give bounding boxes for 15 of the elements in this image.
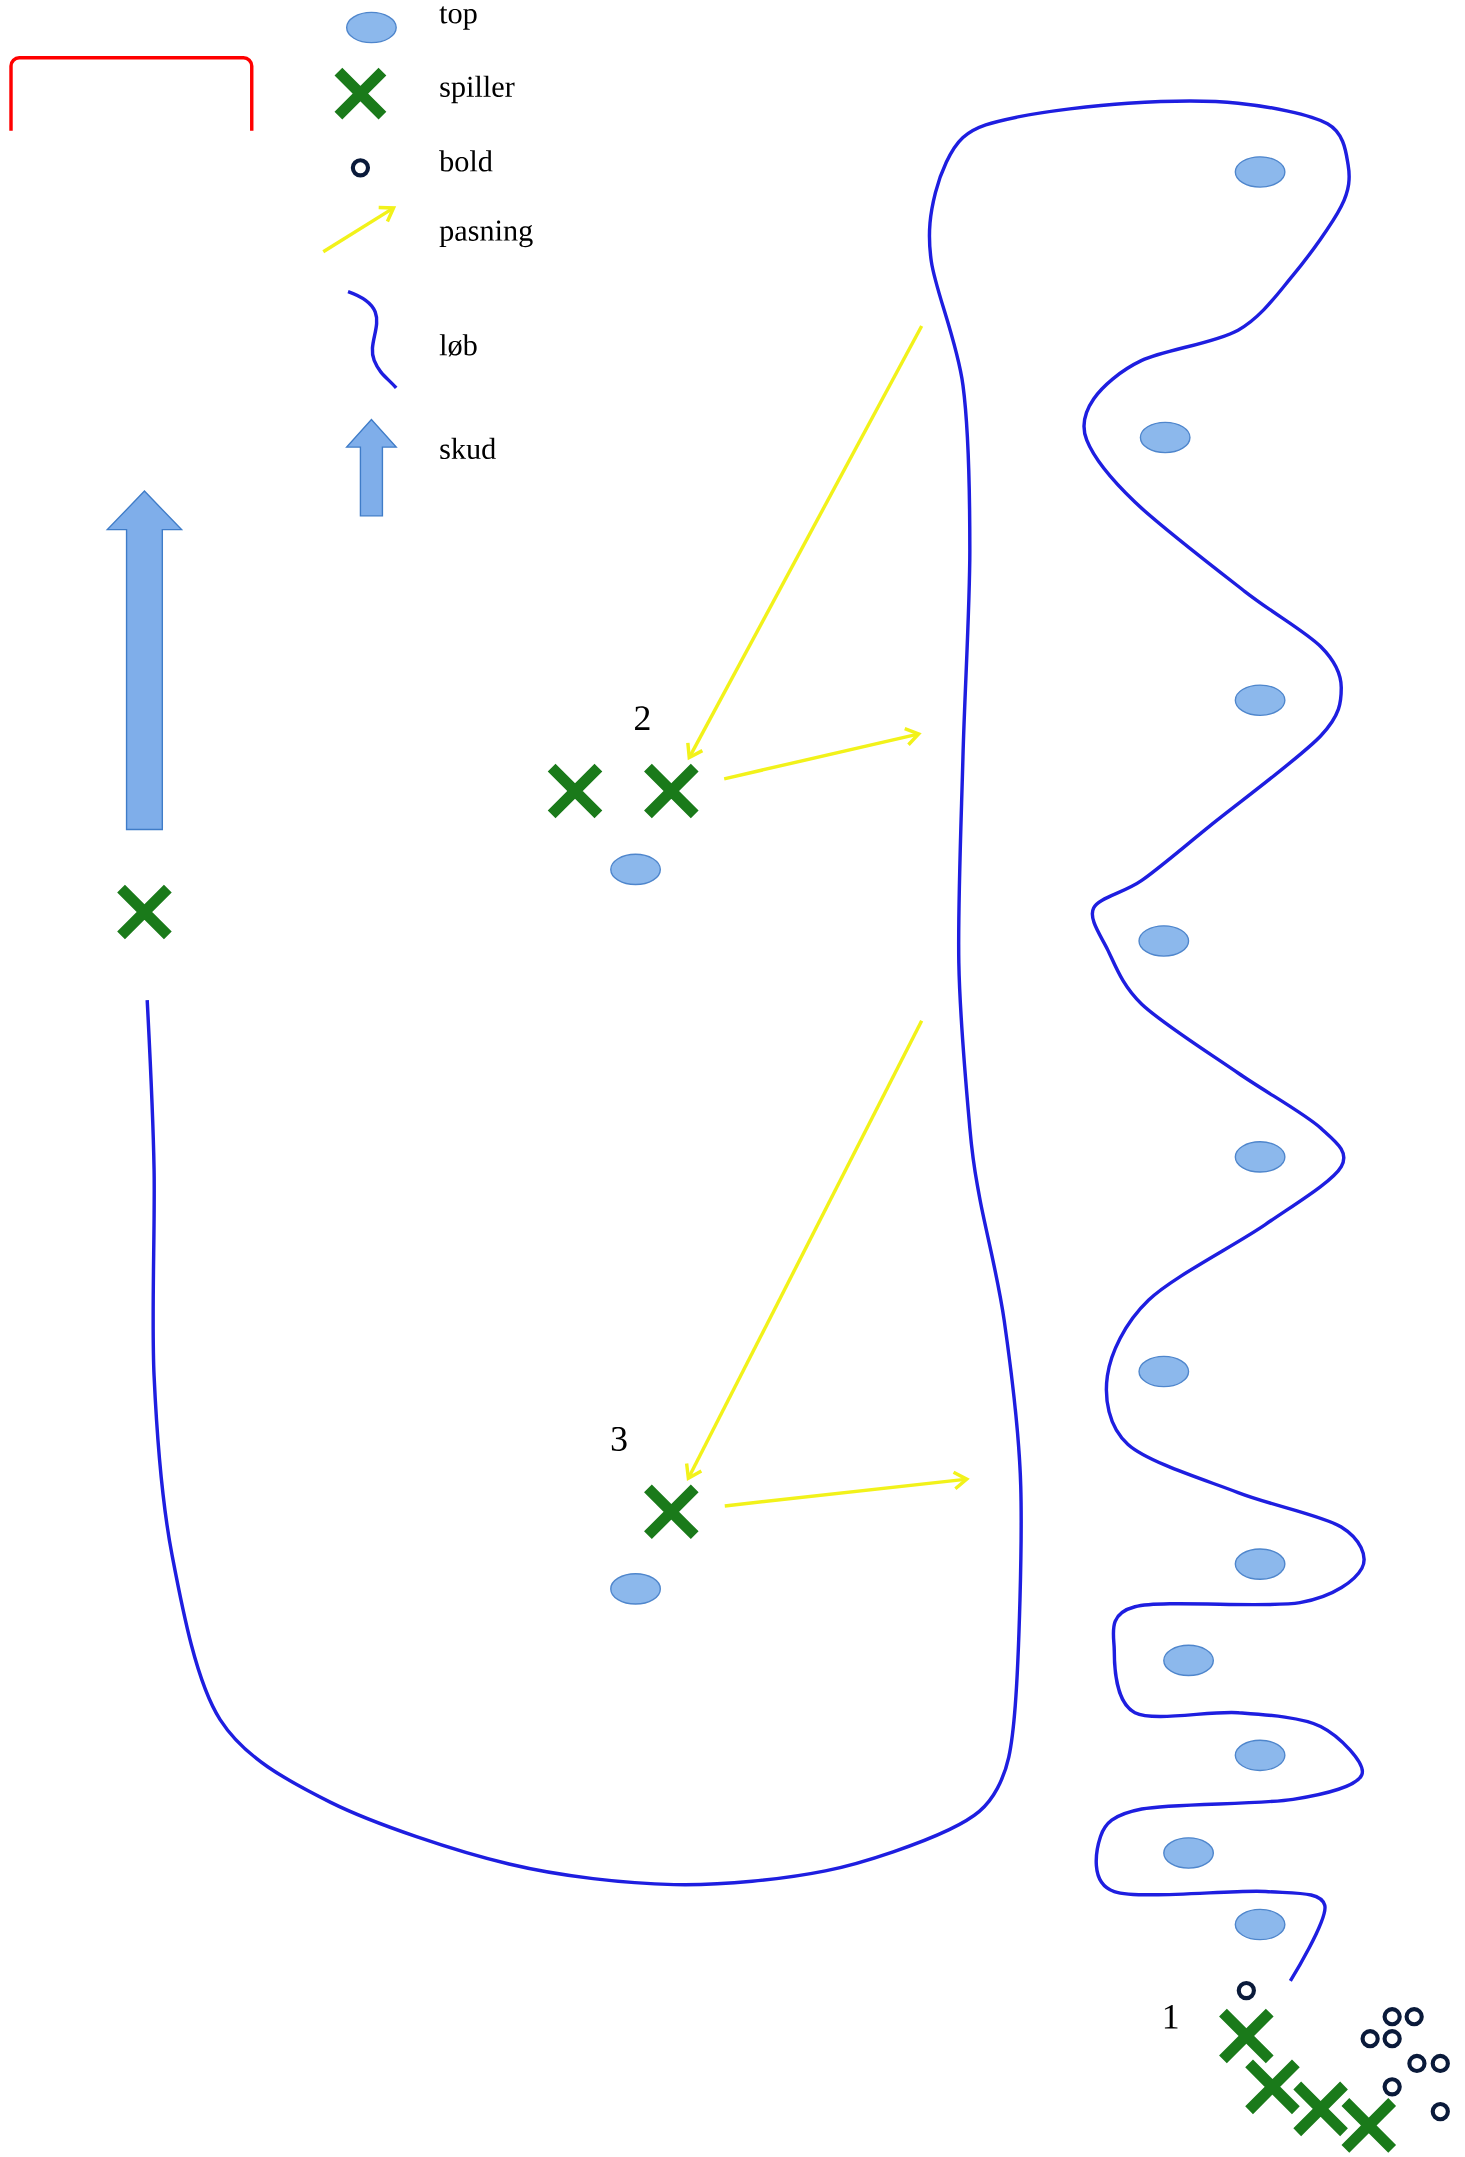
legend-label: løb [439, 334, 477, 357]
pass-arrow [686, 325, 924, 761]
player-marker [642, 1482, 701, 1541]
legend-label: pasning [439, 220, 533, 248]
number-label: 1 [1164, 2004, 1178, 2029]
legend-label: skud [440, 437, 496, 460]
pass-arrow [684, 1019, 924, 1482]
player-marker [642, 762, 701, 820]
number-label: 3 [611, 1426, 627, 1451]
pass-arrow [724, 1470, 970, 1508]
number-label: 2 [635, 706, 650, 730]
pass-arrow [723, 727, 922, 781]
legend-label: top [439, 6, 477, 30]
legend-label: bold [439, 150, 493, 172]
legend-label: spiller [440, 75, 515, 104]
